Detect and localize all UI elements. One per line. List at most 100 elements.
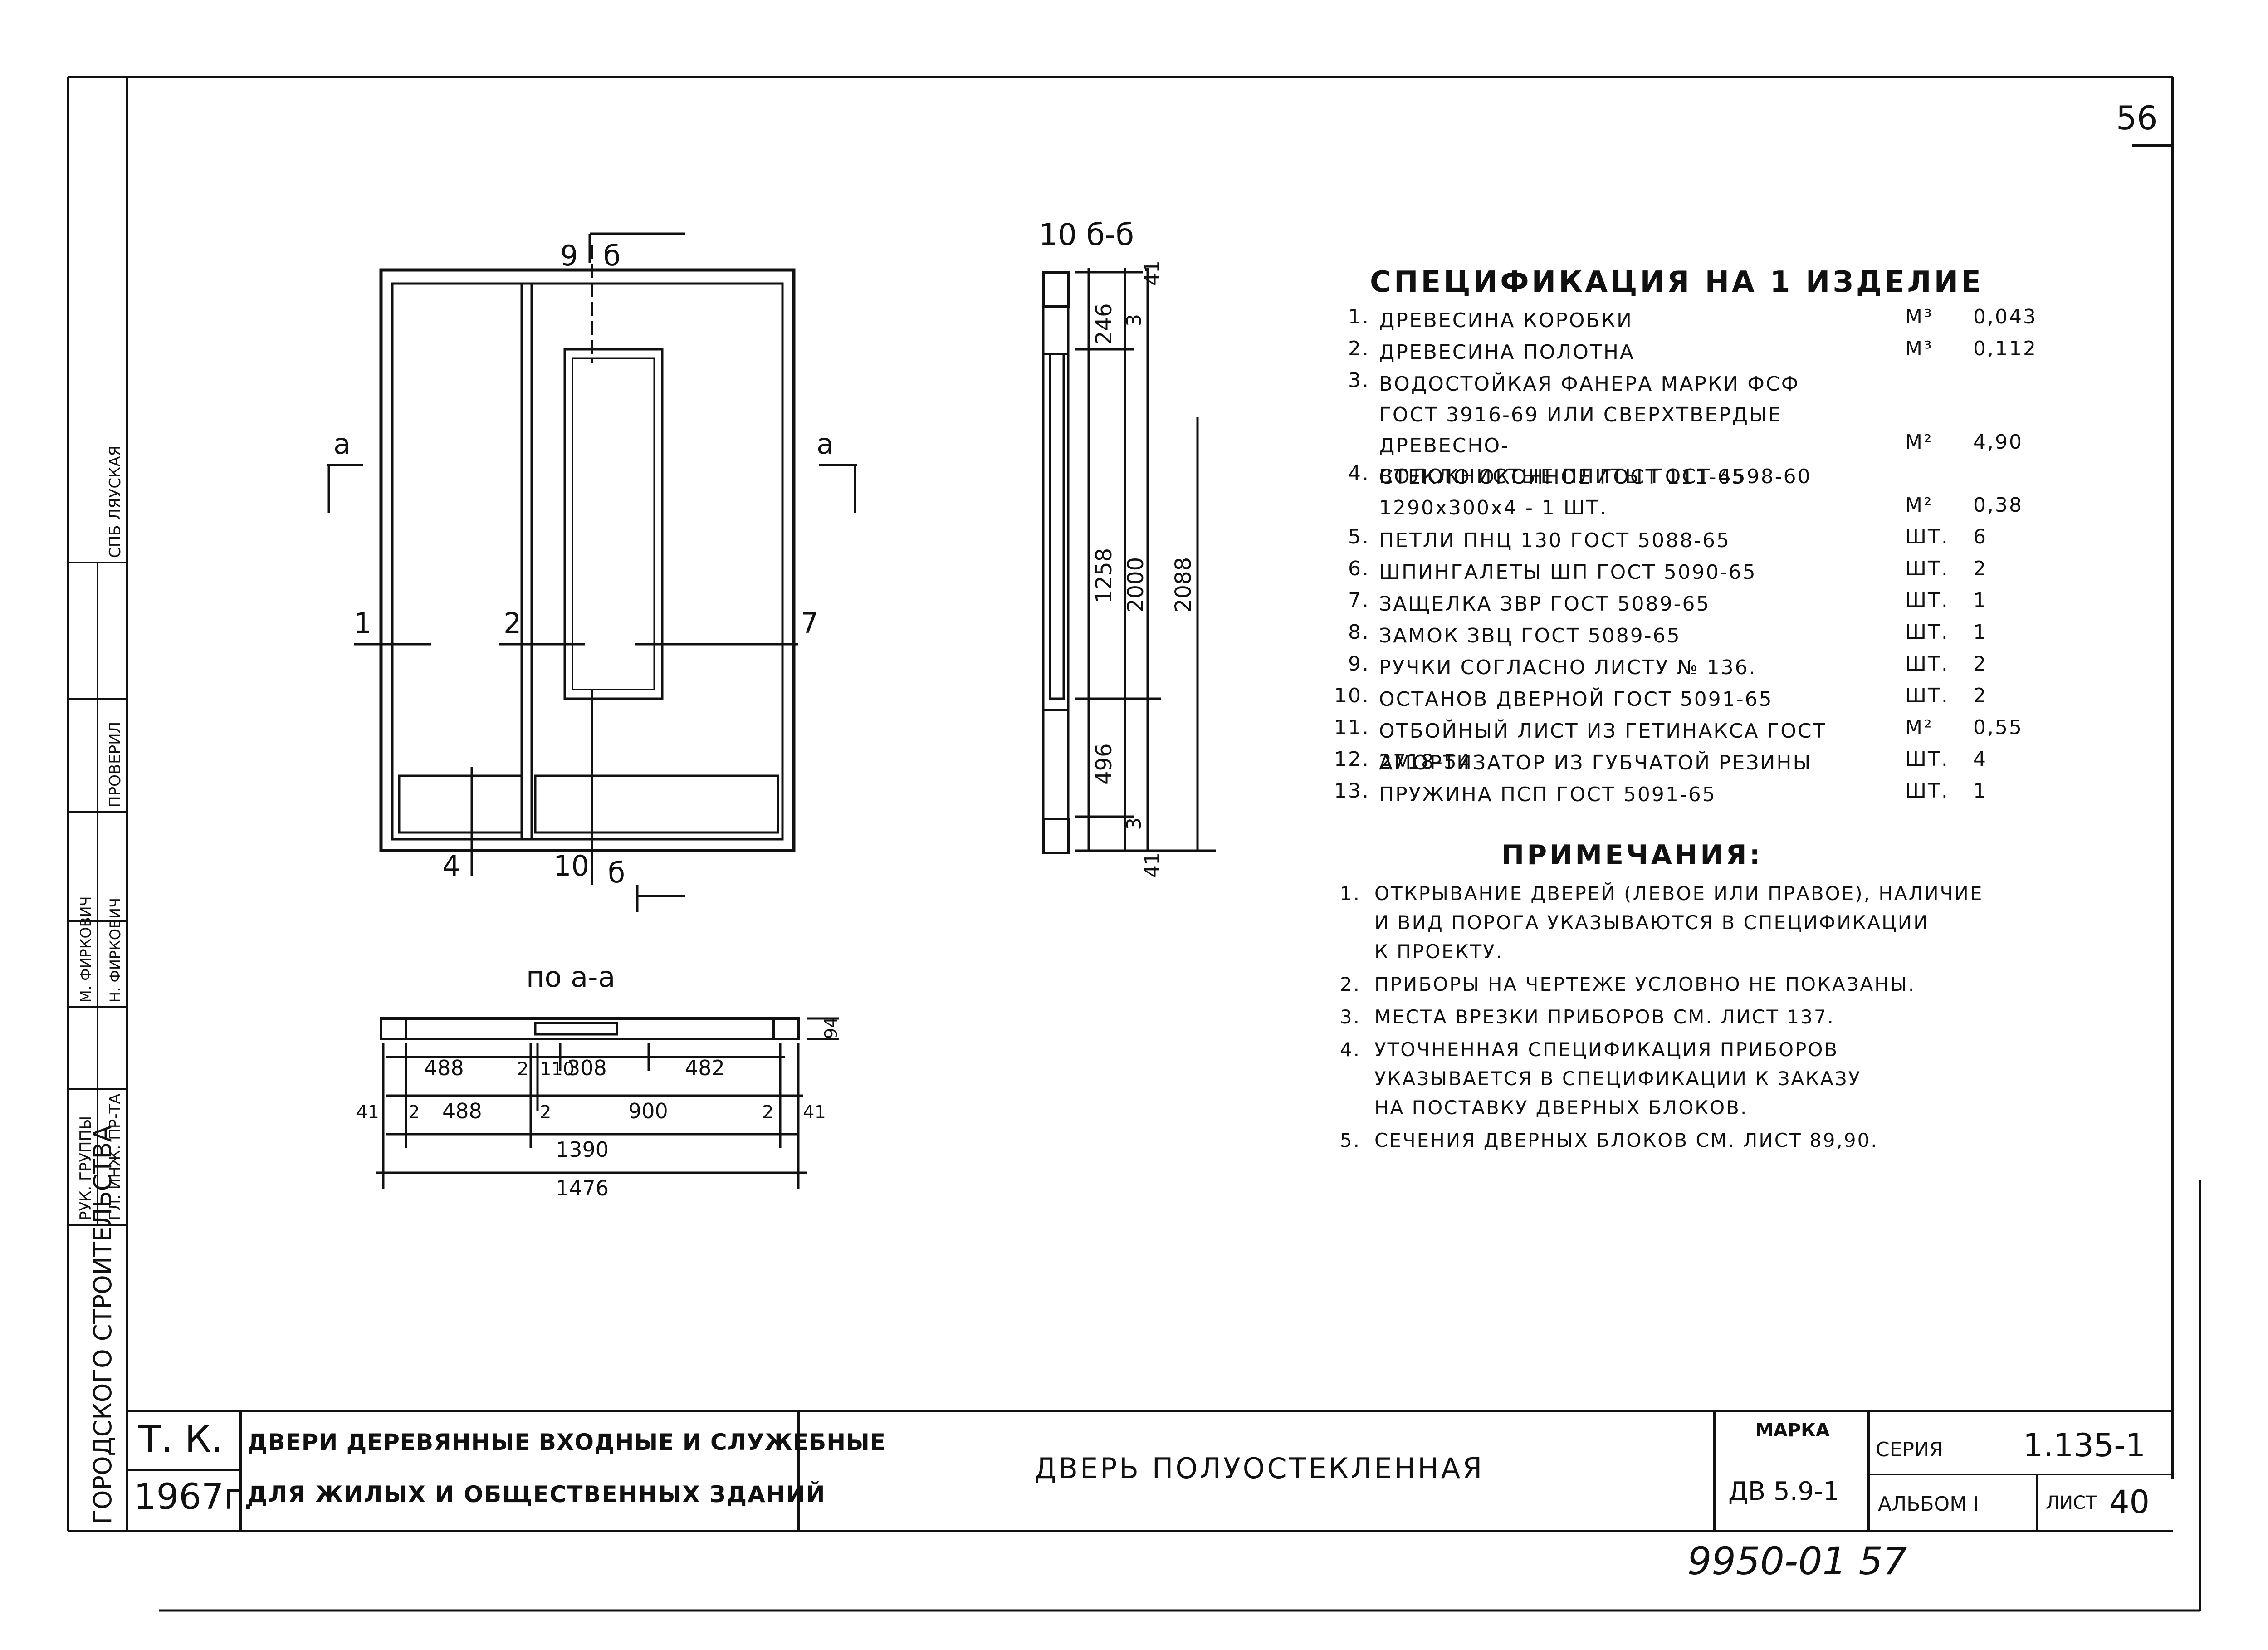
- elevation-label-a-right: а: [816, 427, 834, 460]
- spec-num: 10.: [1334, 684, 1370, 707]
- spec-row: 2. ДРЕВЕСИНА ПОЛОТНА М³ 0,112: [1329, 337, 2055, 369]
- spec-num: 5.: [1348, 525, 1370, 548]
- section-aa-dim: 94: [821, 1017, 841, 1039]
- spec-qty: 0,112: [1973, 337, 2037, 360]
- spec-unit: М³: [1905, 305, 1933, 328]
- spec-unit: М³: [1905, 337, 1933, 360]
- note-num: 5.: [1339, 1129, 1361, 1151]
- sheet-number: 56: [2116, 99, 2158, 137]
- stamp-title-line1: ДВЕРИ ДЕРЕВЯННЫЕ ВХОДНЫЕ И СЛУЖЕБНЫЕ: [247, 1429, 886, 1455]
- spec-name: СТЕКЛО ОКОННОЕ ГОСТ 111-65 1290х300х4 - …: [1379, 465, 1746, 519]
- spec-num: 4.: [1348, 462, 1370, 485]
- note-num: 4.: [1339, 1038, 1361, 1061]
- spec-qty: 2: [1973, 684, 1987, 707]
- stamp-marka-value: ДВ 5.9-1: [1728, 1477, 1839, 1506]
- note-num: 3.: [1339, 1006, 1361, 1028]
- section-bb-title: 10 б-б: [1039, 217, 1134, 252]
- spec-qty: 2: [1973, 557, 1987, 580]
- spec-name: ОСТАНОВ ДВЕРНОЙ ГОСТ 5091-65: [1379, 688, 1773, 711]
- section-bb-dim: 496: [1091, 743, 1117, 785]
- section-aa-dim: 482: [685, 1056, 725, 1080]
- stamp-role: РУК. ГРУППЫ: [77, 1116, 95, 1220]
- specification-title: СПЕЦИФИКАЦИЯ НА 1 ИЗДЕЛИЕ: [1370, 265, 1984, 299]
- stamp-org-code: Т. К.: [138, 1418, 223, 1461]
- spec-name: ПРУЖИНА ПСП ГОСТ 5091-65: [1379, 783, 1716, 806]
- spec-num: 13.: [1334, 779, 1370, 803]
- spec-row: 5. ПЕТЛИ ПНЦ 130 ГОСТ 5088-65 ШТ. 6: [1329, 525, 2055, 557]
- section-aa-dim: 2: [540, 1102, 551, 1123]
- section-bb: [1042, 268, 1216, 854]
- stamp-album-label: АЛЬБОМ I: [1878, 1493, 1980, 1516]
- section-bb-dim: 246: [1091, 303, 1117, 345]
- spec-name: ЗАЩЕЛКА ЗВР ГОСТ 5089-65: [1379, 592, 1711, 616]
- spec-name: АМОРТИЗАТОР ИЗ ГУБЧАТОЙ РЕЗИНЫ: [1379, 751, 1812, 774]
- spec-num: 2.: [1348, 337, 1370, 360]
- spec-unit: ШТ.: [1905, 652, 1949, 676]
- section-aa: [376, 1017, 839, 1189]
- section-bb-dim: 2000: [1123, 557, 1149, 612]
- spec-unit: ШТ.: [1905, 557, 1949, 580]
- spec-name: ЗАМОК ЗВЦ ГОСТ 5089-65: [1379, 624, 1681, 647]
- section-aa-dim: 1476: [556, 1176, 609, 1200]
- spec-num: 1.: [1348, 305, 1370, 328]
- spec-row: 10. ОСТАНОВ ДВЕРНОЙ ГОСТ 5091-65 ШТ. 2: [1329, 684, 2055, 716]
- spec-row: 4. СТЕКЛО ОКОННОЕ ГОСТ 111-65 1290х300х4…: [1329, 462, 2055, 525]
- section-bb-dim: 41: [1141, 852, 1164, 878]
- elevation-label-1: 1: [354, 607, 371, 640]
- section-aa-title: по а-а: [526, 960, 616, 994]
- spec-qty: 4: [1973, 748, 1987, 771]
- archive-number: 9950-01 57: [1687, 1539, 1907, 1583]
- spec-unit: ШТ.: [1905, 684, 1949, 707]
- note-num: 1.: [1339, 882, 1361, 905]
- spec-name: ДРЕВЕСИНА ПОЛОТНА: [1379, 341, 1635, 364]
- section-bb-dim: 2088: [1171, 557, 1196, 612]
- spec-unit: ШТ.: [1905, 748, 1949, 771]
- section-aa-dim: 110: [540, 1059, 574, 1080]
- elevation-label-b-bottom: б: [608, 856, 625, 889]
- spec-name: ОТБОЙНЫЙ ЛИСТ ИЗ ГЕТИНАКСА ГОСТ 2718-54: [1379, 720, 1827, 774]
- note-text: СЕЧЕНИЯ ДВЕРНЫХ БЛОКОВ СМ. ЛИСТ 89,90.: [1374, 1129, 1878, 1151]
- note-item: 5. СЕЧЕНИЯ ДВЕРНЫХ БЛОКОВ СМ. ЛИСТ 89,90…: [1329, 1126, 2055, 1155]
- section-aa-dim: 2: [517, 1059, 528, 1080]
- spec-row: 6. ШПИНГАЛЕТЫ ШП ГОСТ 5090-65 ШТ. 2: [1329, 557, 2055, 589]
- section-aa-dim: 41: [803, 1102, 826, 1123]
- section-bb-dim: 41: [1141, 260, 1164, 286]
- spec-unit: ШТ.: [1905, 525, 1949, 548]
- spec-qty: 0,55: [1973, 716, 2023, 739]
- spec-qty: 0,38: [1973, 494, 2023, 517]
- note-item: 2. ПРИБОРЫ НА ЧЕРТЕЖЕ УСЛОВНО НЕ ПОКАЗАН…: [1329, 970, 2055, 999]
- spec-num: 8.: [1348, 621, 1370, 644]
- section-aa-dim: 308: [567, 1056, 607, 1080]
- spec-unit: ШТ.: [1905, 621, 1949, 644]
- section-aa-dim: 41: [356, 1102, 379, 1123]
- spec-qty: 1: [1973, 621, 1987, 644]
- spec-num: 6.: [1348, 557, 1370, 580]
- spec-num: 12.: [1334, 748, 1370, 771]
- stamp-list-label: ЛИСТ: [2046, 1493, 2097, 1513]
- elevation-label-10: 10: [553, 849, 589, 882]
- spec-name: ВОДОСТОЙКАЯ ФАНЕРА МАРКИ ФСФ ГОСТ 3916-6…: [1379, 372, 1812, 488]
- spec-unit: ШТ.: [1905, 589, 1949, 612]
- spec-name: ДРЕВЕСИНА КОРОБКИ: [1379, 309, 1633, 332]
- spec-qty: 1: [1973, 589, 1987, 612]
- stamp-marka-label: МАРКА: [1755, 1420, 1830, 1441]
- specification-table: СПЕЦИФИКАЦИЯ НА 1 ИЗДЕЛИЕ 1. ДРЕВЕСИНА К…: [1329, 265, 2055, 811]
- spec-name: РУЧКИ СОГЛАСНО ЛИСТУ № 136.: [1379, 656, 1757, 679]
- stamp-org-vertical: ГОРОДСКОГО СТРОИТЕЛЬСТВА: [88, 1126, 117, 1524]
- spec-row: 9. РУЧКИ СОГЛАСНО ЛИСТУ № 136. ШТ. 2: [1329, 652, 2055, 684]
- elevation-label-b-top: б: [603, 239, 621, 272]
- elevation-label-7: 7: [801, 607, 818, 640]
- note-item: 3. МЕСТА ВРЕЗКИ ПРИБОРОВ СМ. ЛИСТ 137.: [1329, 1003, 2055, 1032]
- note-text: МЕСТА ВРЕЗКИ ПРИБОРОВ СМ. ЛИСТ 137.: [1374, 1006, 1835, 1028]
- spec-name: ПЕТЛИ ПНЦ 130 ГОСТ 5088-65: [1379, 529, 1730, 552]
- elevation-label-2: 2: [503, 607, 521, 640]
- spec-row: 7. ЗАЩЕЛКА ЗВР ГОСТ 5089-65 ШТ. 1: [1329, 589, 2055, 621]
- elevation-label-4: 4: [442, 849, 460, 882]
- spec-row: 12. АМОРТИЗАТОР ИЗ ГУБЧАТОЙ РЕЗИНЫ ШТ. 4: [1329, 748, 2055, 779]
- section-bb-dim: 1258: [1091, 548, 1117, 603]
- stamp-year: 1967г.: [134, 1477, 254, 1518]
- spec-qty: 6: [1973, 525, 1987, 548]
- note-item: 1. ОТКРЫВАНИЕ ДВЕРЕЙ (ЛЕВОЕ ИЛИ ПРАВОЕ),…: [1329, 879, 2055, 966]
- note-num: 2.: [1339, 973, 1361, 995]
